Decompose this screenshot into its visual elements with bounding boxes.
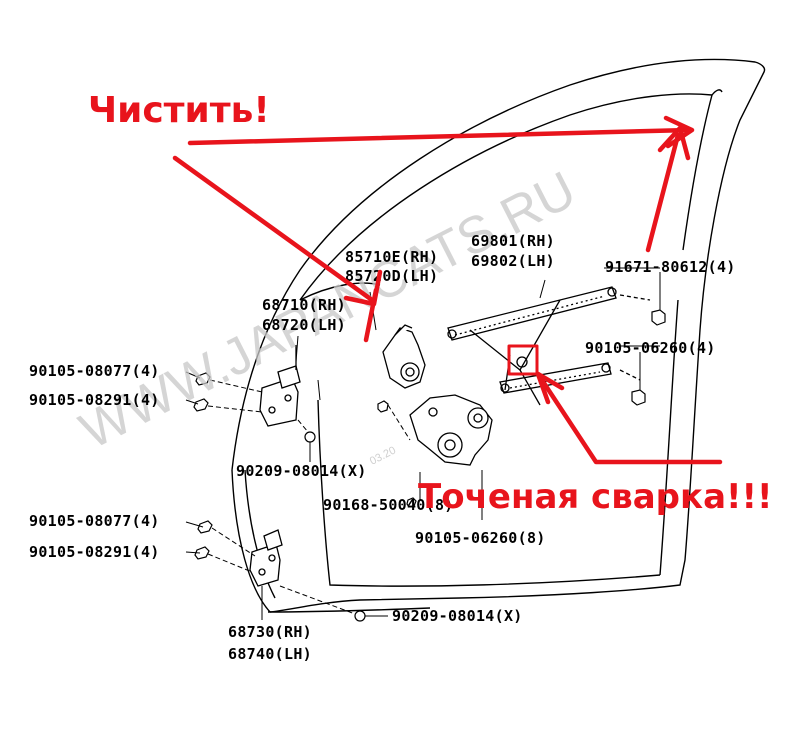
arrow-clean-diagonal: [172, 155, 375, 303]
bolts: [193, 309, 666, 622]
watermark-small: 03.20: [368, 444, 398, 467]
bolt-regulator-1: [651, 309, 666, 326]
nut-lower: [354, 610, 366, 622]
arrow-spot-weld: [535, 371, 723, 465]
regulator-bracket: [409, 394, 493, 466]
window-regulator: [447, 286, 651, 406]
leader-lines: [185, 267, 661, 620]
red-annotations: [172, 115, 723, 465]
label-68720: 68720(LH): [262, 316, 346, 334]
label-90105-06260-b: 90105-06260(8): [415, 529, 546, 547]
arrow-clean-rising: [645, 132, 681, 253]
bolt-upper-2: [193, 398, 209, 412]
label-85720: 85720D(LH): [345, 267, 438, 285]
label-68730: 68730(RH): [228, 623, 312, 641]
label-90209-08014-b: 90209-08014(X): [392, 607, 523, 625]
annotation-clean: Чистить!: [88, 90, 270, 131]
label-69802: 69802(LH): [471, 252, 555, 270]
door-outline: [231, 58, 766, 613]
bolt-lower-2: [194, 546, 210, 560]
bolt-lower-1: [197, 520, 213, 534]
label-68710: 68710(RH): [262, 296, 346, 314]
label-90105-06260-a: 90105-06260(4): [585, 339, 716, 357]
spot-weld-box: [507, 344, 539, 376]
annotation-spot-weld: Точеная сварка!!!: [418, 477, 773, 517]
label-90105-08077-b: 90105-08077(4): [29, 512, 160, 530]
nut-upper: [304, 431, 316, 443]
upper-hinge: [259, 345, 301, 427]
arrow-clean-horizontal: [187, 127, 693, 146]
label-69801: 69801(RH): [471, 232, 555, 250]
label-68740: 68740(LH): [228, 645, 312, 663]
label-85710: 85710E(RH): [345, 248, 438, 266]
bolt-motor: [377, 400, 389, 413]
bolt-regulator-2: [631, 389, 646, 406]
lower-hinge: [249, 529, 283, 587]
screw-mid: [406, 497, 417, 508]
label-90105-08077-a: 90105-08077(4): [29, 362, 160, 380]
label-90105-08291-a: 90105-08291(4): [29, 391, 160, 409]
window-motor: [382, 324, 426, 389]
bolt-upper-1: [195, 372, 211, 386]
label-90168: 90168-50040(8): [323, 496, 454, 514]
label-90209-08014-a: 90209-08014(X): [236, 462, 367, 480]
label-91671: 91671-80612(4): [605, 258, 736, 276]
label-90105-08291-b: 90105-08291(4): [29, 543, 160, 561]
part-labels: 85710E(RH) 85720D(LH) 69801(RH) 69802(LH…: [29, 232, 736, 663]
